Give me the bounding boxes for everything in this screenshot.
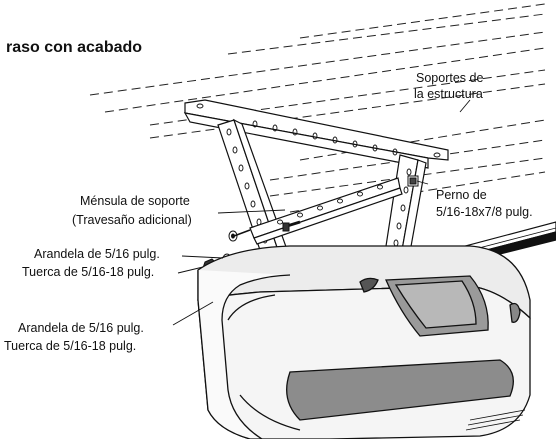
page-title: raso con acabado (6, 39, 142, 56)
label-mensula-line2: (Travesaño adicional) (72, 213, 192, 227)
leader-lines (172, 99, 471, 326)
ceiling-joists (89, 3, 546, 213)
garage-door-opener-motor-unit (197, 245, 531, 439)
structural-support-bracket (183, 99, 449, 169)
label-perno-line1: Perno de (436, 188, 487, 202)
label-perno-line2: 5/16-18x7/8 pulg. (436, 205, 533, 219)
bolt-icon (282, 220, 301, 232)
label-mensula-line1: Ménsula de soporte (80, 194, 190, 208)
bolt-icon (407, 175, 419, 187)
right-hanging-bracket (385, 154, 427, 253)
label-arandela-1: Arandela de 5/16 pulg. (34, 247, 160, 261)
label-soportes-line2: la estructura (414, 87, 483, 101)
label-soportes-line1: Soportes de (416, 71, 483, 85)
label-tuerca-1: Tuerca de 5/16-18 pulg. (22, 265, 154, 279)
left-hanging-bracket (217, 118, 291, 269)
label-tuerca-2: Tuerca de 5/16-18 pulg. (4, 339, 136, 353)
label-arandela-2: Arandela de 5/16 pulg. (18, 321, 144, 335)
